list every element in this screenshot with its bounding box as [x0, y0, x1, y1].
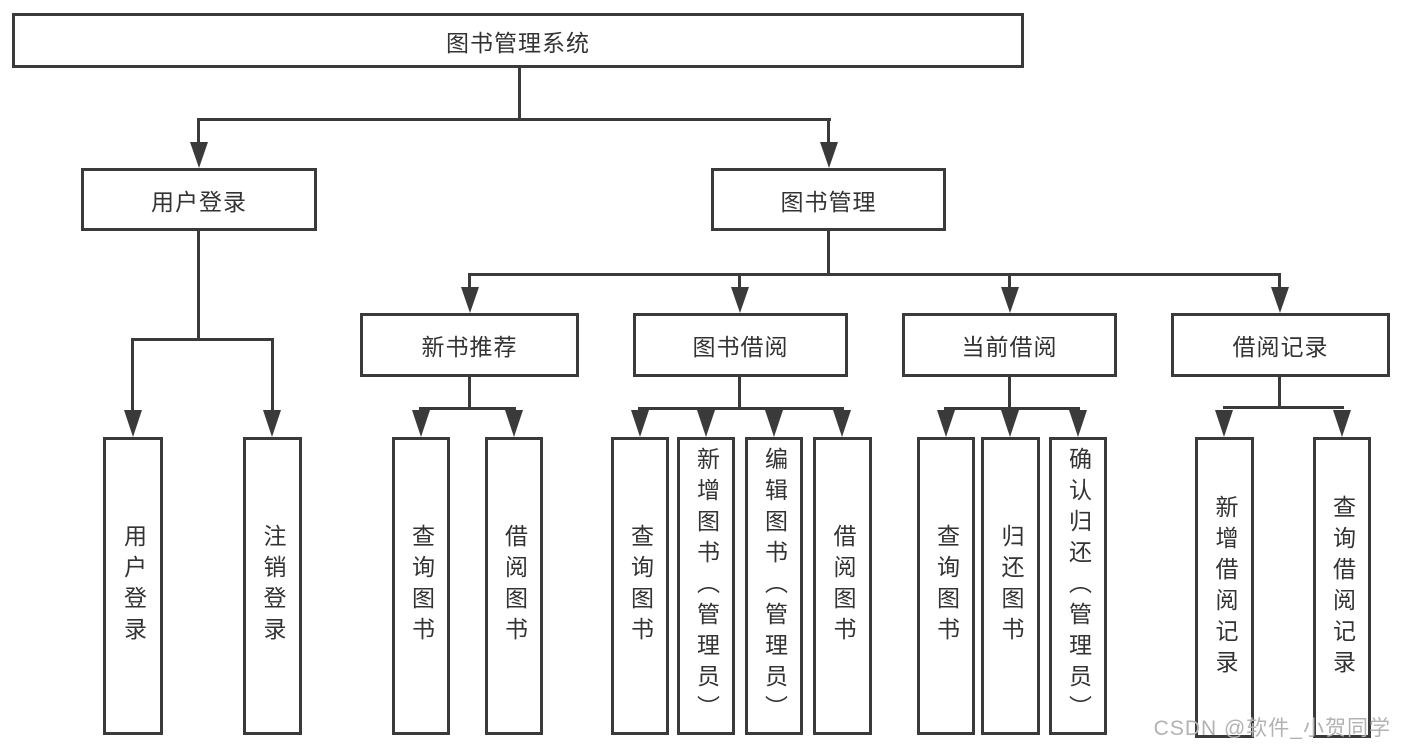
connector-line	[468, 273, 1281, 276]
arrow-down-icon	[412, 410, 430, 437]
leaf-query-books-borrow-label: 查询图书	[627, 524, 654, 648]
leaf-logout-label: 注销登录	[260, 524, 286, 648]
node-root-system: 图书管理系统	[12, 13, 1024, 68]
leaf-return-books: 归还图书	[981, 437, 1040, 735]
leaf-borrow-books-recommend: 借阅图书	[485, 437, 543, 735]
leaf-borrow-books-label: 借阅图书	[830, 524, 856, 648]
connector-line	[1008, 377, 1011, 407]
arrow-down-icon	[937, 410, 955, 437]
arrow-down-icon	[631, 410, 649, 437]
connector-line	[131, 338, 274, 341]
leaf-query-borrow-record: 查询借阅记录	[1313, 437, 1371, 738]
arrow-down-icon	[461, 287, 479, 313]
arrow-down-icon	[190, 142, 208, 168]
connector-line	[131, 338, 134, 412]
connector-line	[197, 231, 200, 338]
leaf-user-login-label: 用户登录	[120, 524, 147, 648]
arrow-down-icon	[833, 410, 851, 437]
leaf-query-books-recommend: 查询图书	[392, 437, 450, 735]
arrow-down-icon	[731, 287, 749, 313]
arrow-down-icon	[1069, 410, 1087, 437]
leaf-logout: 注销登录	[243, 437, 302, 735]
connector-line	[944, 407, 1080, 410]
arrow-down-icon	[1001, 287, 1019, 313]
node-borrow-records-label: 借阅记录	[1232, 334, 1329, 360]
connector-line	[518, 68, 521, 118]
connector-line	[197, 118, 831, 121]
leaf-borrow-books: 借阅图书	[813, 437, 872, 735]
leaf-query-books-current: 查询图书	[917, 437, 975, 735]
leaf-add-books-admin-label: 新增图书（管理员）	[693, 446, 720, 726]
node-root-label: 图书管理系统	[446, 29, 590, 56]
arrow-down-icon	[820, 142, 838, 168]
connector-line	[197, 118, 200, 144]
connector-line	[1278, 273, 1281, 289]
leaf-return-books-label: 归还图书	[998, 524, 1024, 648]
leaf-add-borrow-record: 新增借阅记录	[1195, 437, 1254, 738]
connector-line	[1008, 273, 1011, 289]
connector-line	[738, 377, 741, 407]
connector-line	[419, 407, 516, 410]
leaf-borrow-books-recommend-label: 借阅图书	[501, 524, 528, 648]
node-book-borrow: 图书借阅	[633, 313, 848, 377]
node-new-book-recommend-label: 新书推荐	[421, 334, 518, 360]
leaf-query-books-borrow: 查询图书	[611, 437, 669, 735]
leaf-query-books-current-label: 查询图书	[933, 524, 960, 648]
connector-line	[1278, 377, 1281, 406]
node-borrow-records: 借阅记录	[1171, 313, 1390, 377]
leaf-confirm-return-admin: 确认归还（管理员）	[1049, 437, 1107, 735]
node-user-login-label: 用户登录	[151, 188, 247, 215]
arrow-down-icon	[124, 410, 142, 437]
node-current-borrow-label: 当前借阅	[961, 334, 1058, 360]
node-new-book-recommend: 新书推荐	[360, 313, 579, 377]
connector-line	[638, 407, 844, 410]
connector-line	[738, 273, 741, 289]
arrow-down-icon	[697, 410, 715, 437]
arrow-down-icon	[765, 410, 783, 437]
arrow-down-icon	[263, 410, 281, 437]
arrow-down-icon	[1215, 410, 1233, 437]
node-book-management-label: 图书管理	[780, 188, 877, 215]
leaf-confirm-return-admin-label: 确认归还（管理员）	[1065, 446, 1092, 726]
arrow-down-icon	[1271, 287, 1289, 313]
leaf-query-borrow-record-label: 查询借阅记录	[1329, 494, 1356, 681]
watermark: CSDN @软件_小贺同学	[1153, 717, 1391, 740]
leaf-query-books-recommend-label: 查询图书	[408, 524, 435, 648]
arrow-down-icon	[1001, 410, 1019, 437]
leaf-edit-books-admin: 编辑图书（管理员）	[745, 437, 803, 735]
connector-line	[468, 273, 471, 289]
connector-line	[827, 118, 830, 144]
connector-line	[468, 377, 471, 407]
leaf-user-login: 用户登录	[103, 437, 163, 735]
leaf-add-borrow-record-label: 新增借阅记录	[1212, 494, 1238, 681]
leaf-edit-books-admin-label: 编辑图书（管理员）	[761, 446, 788, 726]
node-book-borrow-label: 图书借阅	[692, 334, 789, 360]
node-current-borrow: 当前借阅	[902, 313, 1117, 377]
arrow-down-icon	[505, 410, 523, 437]
connector-line	[271, 338, 274, 412]
leaf-add-books-admin: 新增图书（管理员）	[677, 437, 735, 735]
connector-line	[1223, 406, 1344, 409]
arrow-down-icon	[1333, 410, 1351, 437]
node-user-login: 用户登录	[81, 168, 317, 231]
node-book-management: 图书管理	[711, 168, 946, 231]
connector-line	[827, 231, 830, 273]
